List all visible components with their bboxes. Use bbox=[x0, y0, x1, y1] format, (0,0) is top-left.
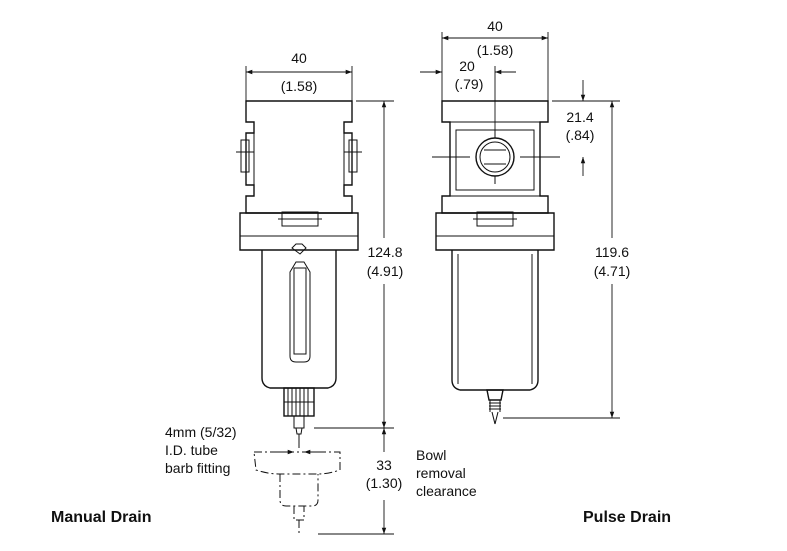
pulse-port-circle bbox=[475, 137, 515, 177]
manual-drain-caption: Manual Drain bbox=[51, 509, 151, 526]
pulse-drain-caption: Pulse Drain bbox=[583, 509, 671, 526]
manual-drain-nut bbox=[283, 387, 315, 448]
pulse-bowl bbox=[451, 250, 539, 391]
manual-tube-callout: 4mm (5/32) I.D. tube barb fitting bbox=[165, 424, 237, 476]
bowl-label-line2: removal bbox=[416, 465, 466, 481]
tube-label-line2: I.D. tube bbox=[165, 442, 218, 458]
pulse-drain-valve bbox=[486, 389, 504, 425]
manual-collar bbox=[239, 211, 359, 251]
pulse-port-in: (.79) bbox=[455, 76, 484, 92]
manual-bowl bbox=[261, 243, 337, 389]
pulse-width-mm: 40 bbox=[487, 18, 503, 34]
manual-head-body bbox=[236, 100, 362, 214]
tube-label-line3: barb fitting bbox=[165, 460, 230, 476]
bowl-label-line3: clearance bbox=[416, 483, 477, 499]
manual-height-in: (4.91) bbox=[367, 263, 404, 279]
pulse-width-dimension: 40 (1.58) bbox=[441, 18, 549, 101]
manual-height-mm: 124.8 bbox=[367, 244, 402, 260]
manual-bowl-removal-outline bbox=[253, 451, 341, 534]
manual-height-dimension: 124.8 (4.91) bbox=[314, 100, 404, 429]
pulse-drain-view: 40 (1.58) 20 (.79) 21.4 (.84) 119.6 (4.7… bbox=[420, 18, 671, 526]
manual-clearance-in: (1.30) bbox=[366, 475, 403, 491]
tube-label-line1: 4mm (5/32) bbox=[165, 424, 237, 440]
pulse-collar bbox=[435, 211, 555, 251]
manual-clearance-dimension: 33 (1.30) bbox=[318, 428, 403, 535]
pulse-height-dimension: 119.6 (4.71) bbox=[503, 101, 631, 419]
manual-width-dimension: 40 (1.58) bbox=[245, 50, 353, 101]
manual-drain-view: 40 (1.58) 124.8 (4.91) 33 (1.30) 4mm (5/… bbox=[51, 50, 477, 535]
pulse-width-in: (1.58) bbox=[477, 42, 514, 58]
manual-width-mm: 40 bbox=[291, 50, 307, 66]
pulse-port-offset-dimension: 20 (.79) bbox=[420, 58, 516, 138]
pulse-height-in: (4.71) bbox=[594, 263, 631, 279]
pulse-port-mm: 20 bbox=[459, 58, 475, 74]
manual-width-in: (1.58) bbox=[281, 78, 318, 94]
pulse-port-height-dimension: 21.4 (.84) bbox=[552, 80, 620, 176]
pulse-port-height-mm: 21.4 bbox=[566, 109, 593, 125]
manual-clearance-mm: 33 bbox=[376, 457, 392, 473]
pulse-height-mm: 119.6 bbox=[595, 244, 629, 260]
pulse-head-body bbox=[432, 100, 560, 214]
bowl-label-line1: Bowl bbox=[416, 447, 446, 463]
pulse-port-height-in: (.84) bbox=[566, 127, 595, 143]
manual-bowl-callout: Bowl removal clearance bbox=[416, 447, 477, 499]
